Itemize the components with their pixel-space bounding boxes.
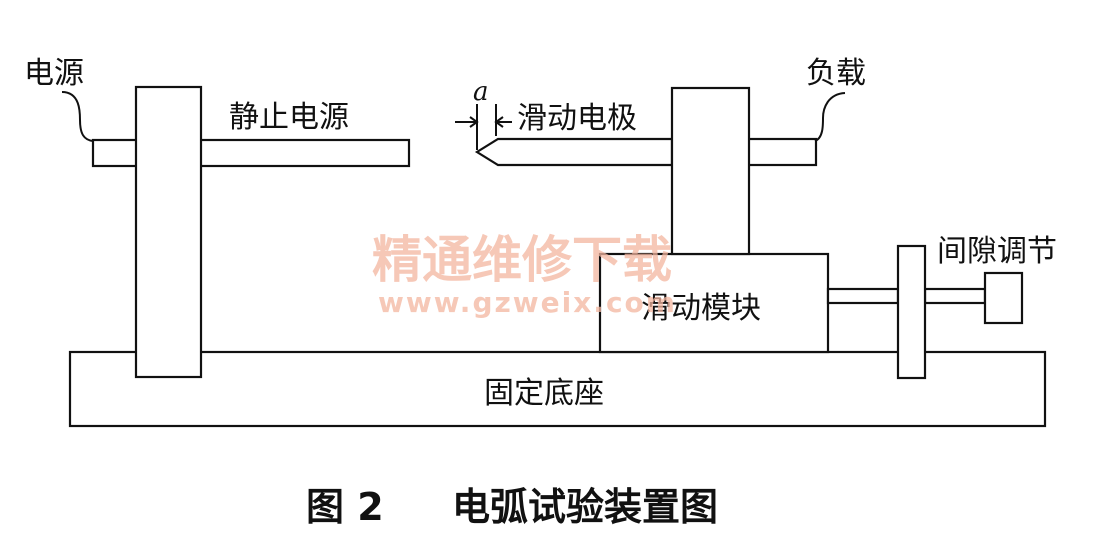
sliding-electrode-label: 滑动电极: [517, 101, 637, 136]
power-source-leader: [61, 91, 94, 142]
watermark-url: www.gzweix.com: [378, 286, 677, 319]
static-electrode-label: 静止电源: [229, 100, 349, 135]
watermark-text: 精通维修下载: [372, 231, 672, 289]
gap-symbol-label: a: [473, 77, 489, 107]
gap-adjust-knob: [983, 271, 1024, 325]
moving-column: [670, 86, 751, 256]
sliding-module-label: 滑动模块: [641, 291, 761, 326]
gap-adjust-label: 间隙调节: [937, 234, 1057, 269]
gap-arrow-right: [494, 116, 512, 128]
adjust-shaft-inner: [826, 287, 900, 305]
load-label: 负载: [806, 56, 866, 91]
adjust-shaft-outer: [923, 287, 987, 305]
gap-adjust-plate: [896, 244, 927, 380]
figure-number: 图 2: [306, 485, 384, 529]
power-source-label: 电源: [24, 56, 84, 91]
load-leader: [814, 92, 846, 142]
fixed-base: [68, 350, 1047, 428]
figure-title: 电弧试验装置图: [452, 485, 718, 529]
fixed-pillar: [134, 85, 203, 379]
gap-arrow-left: [455, 116, 479, 128]
fixed-base-label: 固定底座: [484, 376, 604, 411]
sliding-electrode-rod: [474, 137, 674, 167]
